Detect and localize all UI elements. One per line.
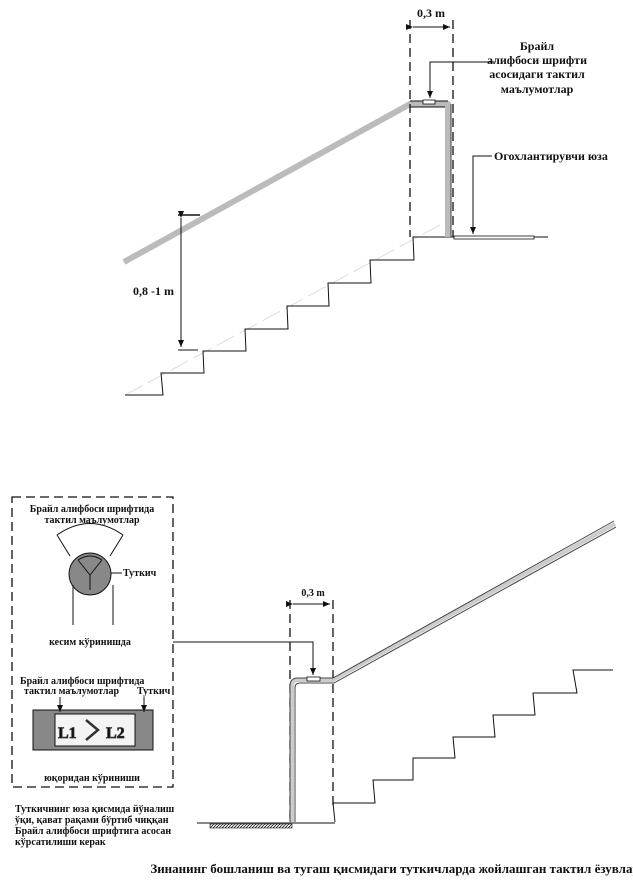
top-view-caption: юқоридан кўриниши	[44, 773, 140, 784]
braille-label-line: асосидаги тактил	[489, 67, 585, 81]
plate-floor-right: L2	[106, 725, 125, 742]
top-view-braille-label: Брайл алифбоси шрифтида	[20, 676, 144, 687]
braille-label-line: маълумотлар	[501, 82, 574, 96]
top-width-label: 0,3 m	[417, 6, 445, 20]
inset-detail: Брайл алифбоси шрифтида тактил маълумотл…	[11, 496, 174, 788]
note-line: ўқи, қават рақами бўртиб чиққан	[15, 815, 169, 826]
section-caption: кесим кўринишда	[49, 637, 131, 648]
note-line: кўрсатилиши керак	[15, 837, 106, 848]
inset-leader	[173, 641, 316, 675]
note-line: Брайл алифбоси шрифтига асосан	[15, 826, 171, 837]
bottom-tactile-plate	[306, 676, 321, 682]
bottom-handrail	[290, 522, 616, 822]
braille-label-line: алифбоси шрифти	[487, 53, 587, 67]
bottom-warning-strip	[209, 823, 293, 829]
handrail-section-circle	[68, 552, 112, 596]
section-braille-label: тактил маълумотлар	[44, 515, 139, 526]
top-stairs	[125, 236, 548, 396]
tactile-plate-top	[54, 713, 136, 747]
tactile-plate	[422, 99, 436, 105]
chevron-right-icon	[85, 719, 100, 741]
top-view-handrail-label: Туткич	[137, 686, 171, 697]
bottom-width-label: 0,3 m	[301, 588, 325, 599]
figure-caption: Зинанинг бошланиш ва тугаш қисмидаги тут…	[150, 861, 633, 876]
nosing-line	[124, 224, 441, 396]
plate-floor-left: L1	[58, 725, 77, 742]
top-handrail	[122, 101, 451, 265]
bottom-stairs	[332, 669, 613, 823]
bottom-stair-section: 0,3 m	[173, 520, 617, 829]
section-handrail-label: Туткич	[123, 568, 157, 579]
height-label: 0,8 -1 m	[133, 284, 174, 298]
warning-strip	[453, 235, 535, 240]
warning-leader	[470, 155, 492, 234]
braille-arc	[56, 523, 124, 536]
braille-label-line: Брайл	[520, 39, 555, 53]
warning-surface-label: Огохлантирувчи юза	[494, 149, 608, 163]
top-stair-section: 0,3 m Брайл алифбоси шрифти асосидаги та…	[122, 6, 608, 396]
note-line: Туткичнинг юза қисмида йўналиш	[15, 804, 175, 815]
section-braille-label: Брайл алифбоси шрифтида	[30, 504, 154, 515]
braille-leader	[427, 61, 495, 98]
top-view-braille-label: тактил маълумотлар	[24, 686, 119, 697]
